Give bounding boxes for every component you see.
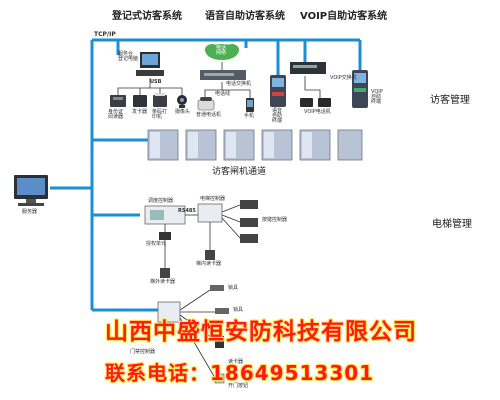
reg-pc-label: 服务台 登记电脑 (118, 51, 139, 62)
camera-icon (177, 95, 187, 108)
reader-label: 读卡器 (228, 359, 244, 365)
lock-icon (210, 285, 224, 291)
camera-label: 摄像头 (175, 109, 191, 115)
link-mobile (222, 89, 251, 100)
link-btn-3 (221, 217, 241, 239)
rs485-label: RS485 (178, 208, 196, 214)
card-issuer-icon (133, 95, 147, 107)
door-controller-label: 门禁控制器 (130, 349, 156, 355)
button-controller-icon (240, 234, 258, 243)
door-controller-icon (157, 301, 181, 323)
section-title-registration: 登记式访客系统 (112, 11, 182, 22)
voip-kiosk-label: VOIP 自助 终端 (371, 89, 383, 105)
zone-label-visitor: 访客管理 (430, 95, 470, 106)
reader-in-icon (205, 250, 215, 260)
link-lock-a (179, 289, 211, 311)
desk-phone-icon (197, 97, 215, 111)
gate-unit (299, 129, 331, 161)
server-label: 服务器 (22, 209, 38, 215)
link-voip-phone (304, 76, 321, 98)
voice-kiosk-icon (270, 75, 286, 107)
lock-a-label: 锁具 (228, 285, 239, 291)
mobile-label: 手机 (244, 113, 255, 119)
lift-master-label: 调度控制器 (148, 198, 174, 204)
link-id-reader (117, 78, 151, 95)
voip-kiosk-icon (352, 70, 368, 108)
lift-master-icon (144, 205, 186, 225)
phone-switch-label: 电话交换机 (226, 81, 252, 87)
voip-phone-label: VOIP电话机 (304, 109, 331, 115)
link-phone (204, 82, 223, 100)
gate-unit (185, 129, 217, 161)
server-icon (14, 175, 48, 206)
phone-banner: 联系电话：18649513301 (105, 361, 375, 385)
link-exit (179, 317, 216, 379)
button-controller-icon (240, 200, 258, 209)
phone-line-label: 电话线 (215, 91, 231, 97)
voice-kiosk-label: 语音 自助 终端 (272, 108, 283, 124)
lift-controller-icon (197, 203, 223, 223)
button-controller-icons (240, 200, 258, 243)
button-controller-label: 按键控制器 (262, 217, 288, 223)
link-btn-2 (221, 214, 241, 223)
voip-phone-icon (300, 98, 331, 107)
id-reader-label: 身份证 阅读器 (108, 109, 124, 120)
turnstile-label: 访客闸机通道 (212, 167, 267, 177)
button-controller-icon (240, 218, 258, 227)
auth-unit-icon (159, 232, 171, 240)
device-links (117, 62, 321, 379)
company-banner: 山西中盛恒安防科技有限公司 (105, 319, 417, 345)
link-camera (150, 87, 183, 95)
reader-in-label: 梯内读卡器 (196, 261, 222, 267)
gate-unit (337, 129, 363, 161)
exit-button-icon (214, 373, 225, 384)
auth-unit-label: 授权单元 (146, 241, 167, 247)
lock-b-label: 锁具 (233, 307, 244, 313)
usb-label: USB (150, 79, 162, 85)
printer-label: 条码打 印机 (152, 109, 168, 120)
network-backbone (50, 38, 362, 312)
registration-pc-icon (136, 52, 164, 76)
desk-phone-label: 普通电话机 (196, 112, 222, 118)
cloud-icon (205, 44, 239, 60)
network-label: TCP/IP (94, 31, 116, 38)
cloud-label: 电话 网络 (216, 45, 227, 56)
section-title-voice: 语音自助访客系统 (205, 11, 285, 22)
card-issuer-label: 发卡器 (132, 109, 148, 115)
gate-unit (261, 129, 293, 161)
turnstile-gates (147, 129, 363, 161)
gate-unit (147, 129, 179, 161)
phone-switch-icon (200, 70, 246, 80)
link-btn-1 (221, 204, 241, 213)
zone-label-elevator: 电梯管理 (432, 219, 472, 230)
lock-icon (215, 308, 229, 314)
section-title-voip: VOIP自助访客系统 (300, 11, 388, 22)
lift-controller-label: 电梯控制器 (200, 196, 226, 202)
card-reader-icon (215, 336, 224, 348)
reader-out-icon (160, 268, 170, 278)
mobile-icon (246, 98, 254, 112)
printer-icon (153, 93, 167, 107)
voip-switch-label: VOIP交换机 (330, 75, 357, 81)
id-reader-icon (110, 95, 126, 107)
reader-out-label: 梯外读卡器 (150, 279, 176, 285)
voip-switch-icon (290, 62, 326, 74)
exit-button-label: 开门按钮 (228, 383, 249, 389)
gate-unit (223, 129, 255, 161)
link-reader (179, 314, 216, 341)
